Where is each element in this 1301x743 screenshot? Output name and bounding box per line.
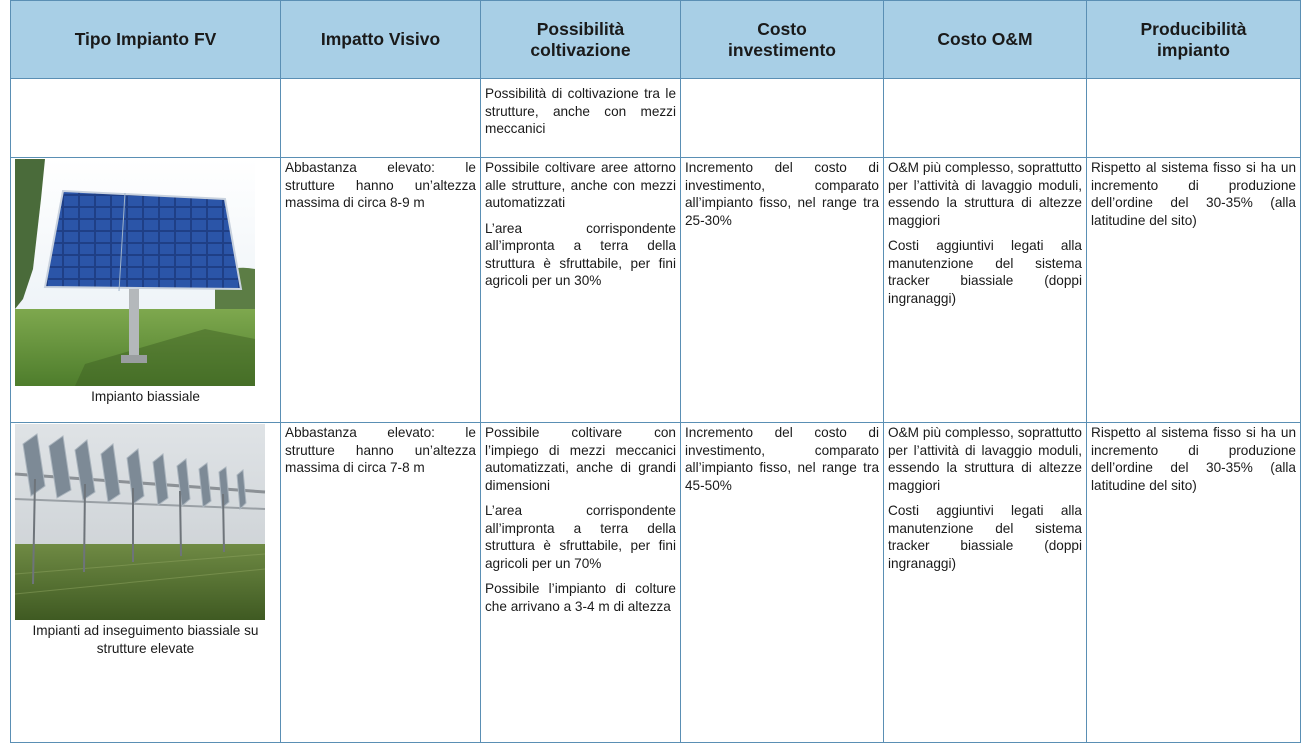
cell-tipo: Impianti ad inseguimento biassiale su st… xyxy=(10,422,281,743)
paragraph: Rispetto al sistema fisso si ha un incre… xyxy=(1091,160,1296,228)
paragraph: Possibile coltivare con l’impiego di mez… xyxy=(485,425,676,493)
header-producibilita: Producibilità impianto xyxy=(1086,0,1301,79)
table-row: Impianti ad inseguimento biassiale su st… xyxy=(10,422,1301,743)
cell-producibilita: Rispetto al sistema fisso si ha un incre… xyxy=(1086,422,1301,743)
cell-om xyxy=(883,78,1087,158)
cell-tipo: Impianto biassiale xyxy=(10,157,281,423)
paragraph: Incremento del costo di investimento, co… xyxy=(685,160,879,228)
cell-investimento xyxy=(680,78,884,158)
cell-coltivazione: Possibile coltivare con l’impiego di mez… xyxy=(480,422,681,743)
header-row: Tipo Impianto FV Impatto Visivo Possibil… xyxy=(10,0,1301,79)
photo-elevated-biaxial-trackers xyxy=(14,424,276,620)
paragraph: Possibile l’impianto di colture che arri… xyxy=(485,581,676,614)
paragraph: L’area corrispondente all’impronta a ter… xyxy=(485,220,676,289)
cell-investimento: Incremento del costo di investimento, co… xyxy=(680,157,884,423)
paragraph: Possibile coltivare aree attorno alle st… xyxy=(485,160,676,210)
header-possibilita-coltivazione: Possibilità coltivazione xyxy=(480,0,681,79)
cell-producibilita: Rispetto al sistema fisso si ha un incre… xyxy=(1086,157,1301,423)
paragraph: Possibilità di coltivazione tra le strut… xyxy=(485,86,676,136)
table-row: Impianto biassiale Abbastanza elevato: l… xyxy=(10,157,1301,423)
paragraph: Abbastanza elevato: le strutture hanno u… xyxy=(285,160,476,210)
cell-coltivazione: Possibile coltivare aree attorno alle st… xyxy=(480,157,681,423)
paragraph: Abbastanza elevato: le strutture hanno u… xyxy=(285,425,476,475)
image-caption: Impianti ad inseguimento biassiale su st… xyxy=(32,623,259,656)
paragraph: Costi aggiuntivi legati alla manutenzion… xyxy=(888,238,1082,306)
comparison-table: Tipo Impianto FV Impatto Visivo Possibil… xyxy=(10,0,1301,743)
table-row: Possibilità di coltivazione tra le strut… xyxy=(10,78,1301,158)
cell-coltivazione: Possibilità di coltivazione tra le strut… xyxy=(480,78,681,158)
cell-om: O&M più complesso, soprattutto per l’att… xyxy=(883,157,1087,423)
paragraph: L’area corrispondente all’impronta a ter… xyxy=(485,503,676,571)
header-costo-om: Costo O&M xyxy=(883,0,1087,79)
cell-impatto: Abbastanza elevato: le strutture hanno u… xyxy=(280,157,481,423)
cell-tipo xyxy=(10,78,281,158)
image-caption: Impianto biassiale xyxy=(91,389,200,404)
cell-om: O&M più complesso, soprattutto per l’att… xyxy=(883,422,1087,743)
paragraph: O&M più complesso, soprattutto per l’att… xyxy=(888,160,1082,228)
document-page: Tipo Impianto FV Impatto Visivo Possibil… xyxy=(10,0,1301,743)
header-impatto-visivo: Impatto Visivo xyxy=(280,0,481,79)
paragraph: Incremento del costo di investimento, co… xyxy=(685,425,879,493)
cell-impatto: Abbastanza elevato: le strutture hanno u… xyxy=(280,422,481,743)
paragraph: Costi aggiuntivi legati alla manutenzion… xyxy=(888,503,1082,571)
header-costo-investimento: Costo investimento xyxy=(680,0,884,79)
cell-producibilita xyxy=(1086,78,1301,158)
paragraph: O&M più complesso, soprattutto per l’att… xyxy=(888,425,1082,493)
paragraph: Rispetto al sistema fisso si ha un incre… xyxy=(1091,425,1296,493)
photo-biaxial-tracker xyxy=(15,159,276,386)
header-tipo-impianto: Tipo Impianto FV xyxy=(10,0,281,79)
cell-impatto xyxy=(280,78,481,158)
cell-investimento: Incremento del costo di investimento, co… xyxy=(680,422,884,743)
